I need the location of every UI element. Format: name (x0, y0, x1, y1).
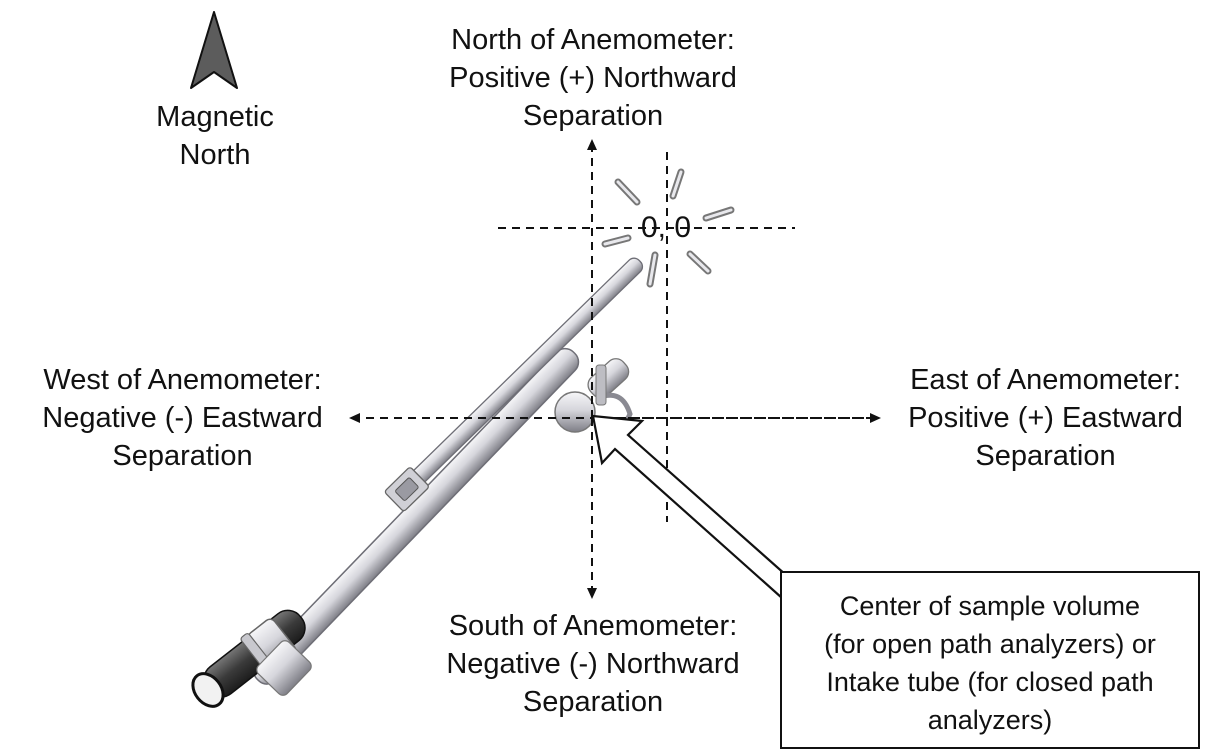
east-label: East of Anemometer: Positive (+) Eastwar… (868, 361, 1222, 475)
south-line-1: South of Anemometer: (448, 610, 738, 642)
analyzer-mount-icon (191, 347, 633, 708)
origin-crosshair (498, 152, 795, 522)
north-line-3: Separation (522, 100, 664, 132)
magnetic-north-label: Magnetic North (130, 98, 300, 174)
magnetic-north-line-1: Magnetic (156, 101, 274, 133)
intake-callout-text: Center of sample volume (for open path a… (782, 587, 1198, 739)
east-line-2: Positive (+) Eastward (908, 402, 1183, 434)
west-line-3: Separation (112, 440, 253, 472)
callout-line-3: Intake tube (for closed path (826, 667, 1154, 697)
north-label: North of Anemometer: Positive (+) Northw… (393, 21, 793, 135)
north-line-2: Positive (+) Northward (449, 62, 737, 94)
north-arrow-icon (190, 11, 238, 89)
south-label: South of Anemometer: Negative (-) Northw… (393, 607, 793, 721)
north-line-1: North of Anemometer: (451, 24, 735, 56)
west-line-2: Negative (-) Eastward (42, 402, 323, 434)
origin-label: 0, 0 (640, 211, 692, 244)
callout-line-2: (for open path analyzers) or (824, 629, 1156, 659)
sonic-anemometer-icon (384, 168, 735, 512)
south-line-3: Separation (522, 686, 664, 718)
intake-pointer-arrow (591, 414, 797, 600)
west-label: West of Anemometer: Negative (-) Eastwar… (5, 361, 360, 475)
south-line-2: Negative (-) Northward (446, 648, 740, 680)
east-line-3: Separation (975, 440, 1116, 472)
west-line-1: West of Anemometer: (43, 364, 322, 396)
east-line-1: East of Anemometer: (910, 364, 1181, 396)
callout-line-1: Center of sample volume (839, 591, 1141, 621)
magnetic-north-line-2: North (179, 139, 251, 171)
intake-callout-box: Center of sample volume (for open path a… (780, 571, 1200, 749)
callout-line-4: analyzers) (927, 705, 1053, 735)
